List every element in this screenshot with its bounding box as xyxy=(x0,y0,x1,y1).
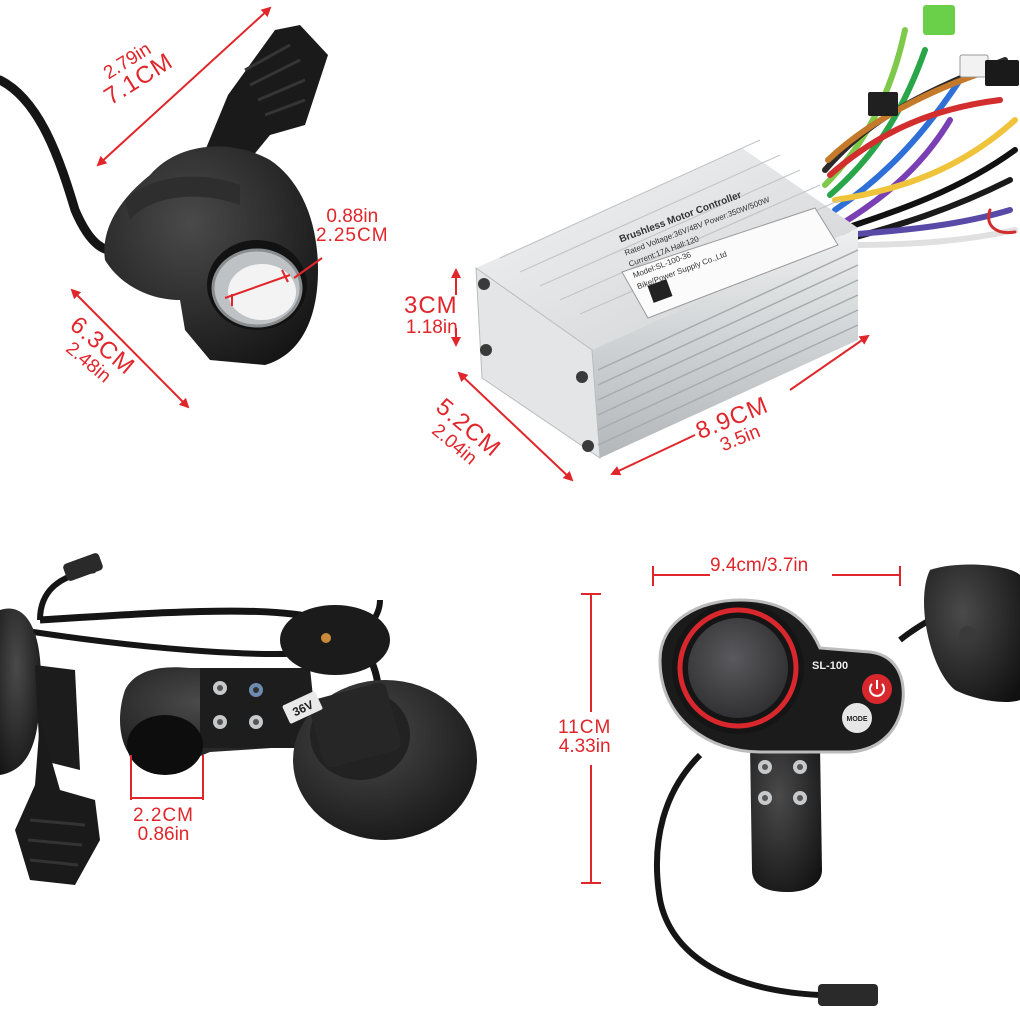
brake-lever: 36V xyxy=(0,553,477,885)
display-width-label: 9.4cm/3.7in xyxy=(710,556,808,575)
controller-dimension-lines xyxy=(451,268,870,482)
throttle-bore-cm: 2.25CM xyxy=(316,225,389,246)
throttle-bore-in: 0.88in xyxy=(326,206,379,227)
display-dimension-lines xyxy=(581,566,901,884)
brake-clamp-cm: 2.2CM xyxy=(133,805,194,826)
brake-dimension-lines xyxy=(130,755,204,800)
mode-button xyxy=(842,703,872,733)
controller-height-in: 1.18in xyxy=(405,317,458,338)
power-icon xyxy=(869,680,885,697)
mode-button-label: MODE xyxy=(847,716,868,723)
motor-controller: Brushless Motor Controller Rated Voltage… xyxy=(475,5,1019,459)
controller-height-label: 3CM 1.18in xyxy=(404,292,458,338)
voltage-sticker: 36V xyxy=(282,691,323,724)
barcode-icon xyxy=(647,279,673,303)
brake-clamp-in: 0.86in xyxy=(137,824,190,845)
display-height-label: 11CM 4.33in xyxy=(558,718,611,756)
brake-clamp-label: 2.2CM 0.86in xyxy=(133,806,194,844)
display-height-in: 4.33in xyxy=(558,736,611,757)
display-height-cm: 11CM xyxy=(558,717,612,738)
display-width: 9.4cm/3.7in xyxy=(710,555,809,576)
controller-height-cm: 3CM xyxy=(404,292,458,319)
throttle-bore-label: 0.88in 2.25CM xyxy=(316,207,389,245)
lcd-display-unit: SL-100 MODE xyxy=(654,564,1020,1006)
display-model: SL-100 xyxy=(812,660,848,672)
throttle-dimension-lines xyxy=(70,6,323,409)
